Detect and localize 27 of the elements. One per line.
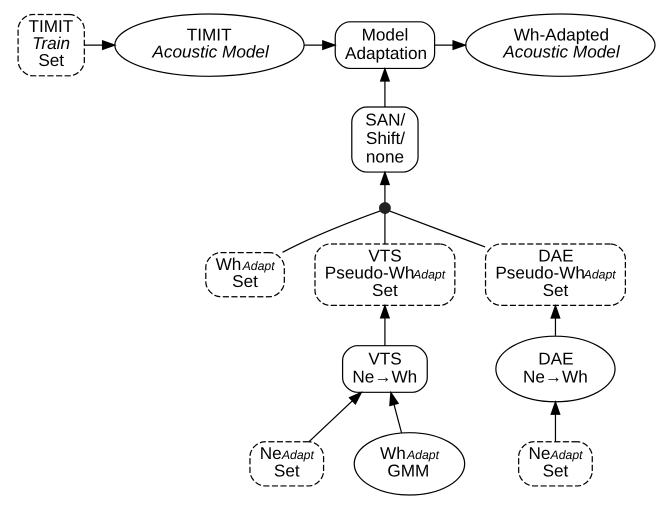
arrow (379, 303, 390, 346)
node-box: WhAdapt Set (204, 251, 284, 297)
node-box: NeAdapt Set (518, 440, 592, 486)
arrow (308, 390, 362, 442)
node-box: VTS Ne→Wh (341, 344, 428, 392)
node-ellipse: DAE Ne→Wh (494, 335, 616, 402)
arrow (550, 303, 560, 336)
node-switch (378, 202, 390, 214)
node-box: TIMIT Train Set (16, 13, 84, 76)
arrow (84, 39, 116, 50)
connector (282, 210, 380, 252)
arrow (434, 39, 467, 50)
node-box: VTS Pseudo-WhAdapt Set (314, 242, 455, 306)
arrow (388, 390, 402, 433)
node-ellipse: TIMIT Acoustic Model (114, 12, 304, 76)
node-ellipse: WhAdapt GMM (353, 432, 465, 496)
node-box: SAN/ Shift/ none (350, 106, 418, 172)
connector (384, 212, 386, 244)
arrow (379, 66, 390, 106)
connector (389, 210, 485, 248)
node-ellipse: Wh-Adapted Acoustic Model (464, 12, 656, 76)
arrow (379, 170, 390, 202)
node-box: Model Adaptation (334, 20, 435, 69)
node-box: DAE Pseudo-WhAdapt Set (484, 242, 626, 306)
arrow (304, 39, 336, 50)
arrow (550, 400, 560, 442)
node-box: NeAdapt Set (248, 440, 324, 486)
